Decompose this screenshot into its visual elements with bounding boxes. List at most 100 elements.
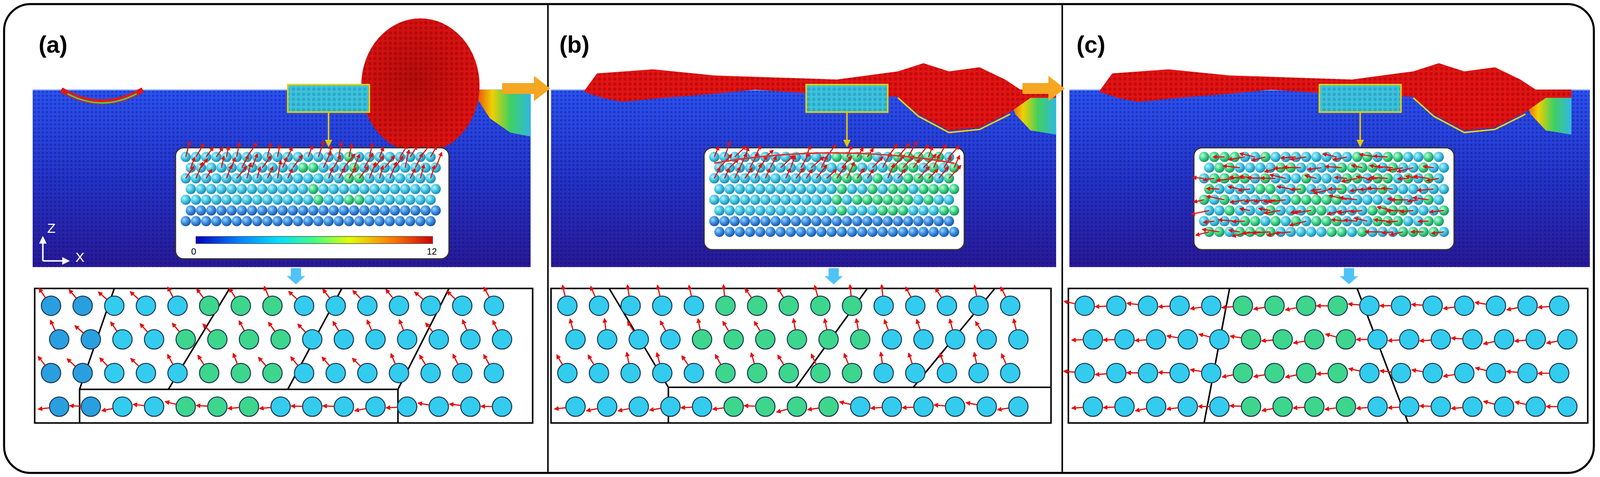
atom-sphere xyxy=(206,162,217,173)
velocity-arrow xyxy=(1413,176,1429,179)
atom-sphere xyxy=(313,216,324,227)
atom-sphere xyxy=(359,205,370,216)
atom-sphere xyxy=(841,216,852,227)
velocity-arrow xyxy=(975,321,982,332)
atom-circle xyxy=(1328,363,1348,384)
atom-sphere xyxy=(1290,173,1301,184)
atom-circle xyxy=(365,397,386,417)
velocity-arrow xyxy=(734,146,746,158)
velocity-arrow xyxy=(196,143,205,157)
atom-sphere xyxy=(409,205,420,216)
velocity-arrow xyxy=(1417,189,1434,191)
velocity-arrow xyxy=(264,286,269,297)
impact-halo xyxy=(471,89,531,137)
atom-sphere xyxy=(226,205,237,216)
velocity-arrow xyxy=(1127,303,1139,305)
atom-circle xyxy=(842,296,862,316)
atom-sphere xyxy=(1254,162,1265,173)
velocity-arrow xyxy=(795,168,804,179)
velocity-arrow xyxy=(1260,177,1276,179)
velocity-arrow xyxy=(246,143,257,158)
atom-circle xyxy=(1114,397,1135,417)
atom-sphere xyxy=(1331,216,1342,227)
velocity-arrow xyxy=(165,401,177,405)
atom-sphere xyxy=(349,183,360,194)
atom-sphere xyxy=(836,183,847,194)
velocity-arrow xyxy=(190,157,195,168)
velocity-arrow xyxy=(1351,165,1363,168)
atom-sphere xyxy=(1362,152,1373,163)
atom-sphere xyxy=(190,194,201,205)
velocity-arrow xyxy=(1103,339,1116,341)
atom-circle xyxy=(1201,296,1221,316)
atom-circle xyxy=(460,329,481,350)
velocity-arrow xyxy=(1064,301,1076,304)
zoom-arrow xyxy=(846,112,848,146)
atom-circle xyxy=(1328,296,1348,316)
velocity-arrow xyxy=(1190,370,1202,372)
atom-sphere xyxy=(201,216,212,227)
atom-sphere xyxy=(785,205,796,216)
atom-circle xyxy=(913,329,934,350)
velocity-arrow xyxy=(1316,373,1329,375)
velocity-arrow xyxy=(1333,157,1347,160)
velocity-arrow xyxy=(233,353,238,365)
velocity-arrow xyxy=(870,407,883,409)
atom-sphere xyxy=(282,194,293,205)
velocity-arrow xyxy=(714,146,719,158)
atom-sphere xyxy=(913,194,924,205)
velocity-arrow xyxy=(1199,334,1210,337)
atom-circle xyxy=(452,363,473,384)
atom-circle xyxy=(724,397,744,417)
velocity-arrow xyxy=(1343,220,1358,222)
atom-circle xyxy=(73,296,93,316)
atom-sphere xyxy=(256,183,267,194)
velocity-arrow xyxy=(908,141,917,157)
atom-circle xyxy=(1273,397,1293,417)
velocity-arrow xyxy=(1373,156,1388,158)
velocity-arrow xyxy=(554,407,567,410)
atom-sphere xyxy=(745,205,756,216)
atom-sphere xyxy=(836,205,847,216)
velocity-arrow xyxy=(1426,178,1439,181)
atom-circle xyxy=(565,397,586,417)
panel-divider xyxy=(547,4,549,473)
atom-circle xyxy=(716,296,736,316)
velocity-arrow xyxy=(101,408,113,411)
velocity-arrow xyxy=(322,357,330,366)
velocity-arrow xyxy=(1325,166,1342,168)
velocity-arrow xyxy=(724,167,730,179)
atom-sphere xyxy=(745,183,756,194)
atom-sphere xyxy=(739,216,750,227)
velocity-arrow xyxy=(483,287,490,298)
atom-circle xyxy=(49,397,70,417)
atom-circle xyxy=(239,397,259,417)
atom-circle xyxy=(977,329,997,350)
abrasive-particle xyxy=(361,18,480,153)
velocity-arrow xyxy=(130,291,139,300)
velocity-arrow xyxy=(1397,177,1409,180)
velocity-arrow xyxy=(226,165,232,179)
atom-sphere xyxy=(943,194,954,205)
velocity-arrow xyxy=(1341,178,1358,182)
velocity-arrow xyxy=(38,408,50,410)
atom-circle xyxy=(1264,363,1285,384)
velocity-arrow xyxy=(913,159,920,168)
atom-sphere xyxy=(226,183,237,194)
atom-circle xyxy=(1000,363,1021,384)
atom-sphere xyxy=(882,173,893,184)
atom-sphere xyxy=(872,194,883,205)
velocity-arrow xyxy=(1546,341,1558,344)
velocity-arrow xyxy=(953,155,960,168)
atom-sphere xyxy=(841,194,852,205)
atom-sphere xyxy=(1341,152,1352,163)
atom-sphere xyxy=(780,194,791,205)
velocity-arrow xyxy=(418,403,430,405)
atom-circle xyxy=(112,329,133,350)
atom-sphere xyxy=(755,183,766,194)
atom-circle xyxy=(1525,397,1546,417)
atom-circle xyxy=(207,397,228,417)
velocity-arrow xyxy=(1506,307,1518,311)
panel: (c) xyxy=(1064,22,1590,441)
atom-circle xyxy=(81,397,101,417)
